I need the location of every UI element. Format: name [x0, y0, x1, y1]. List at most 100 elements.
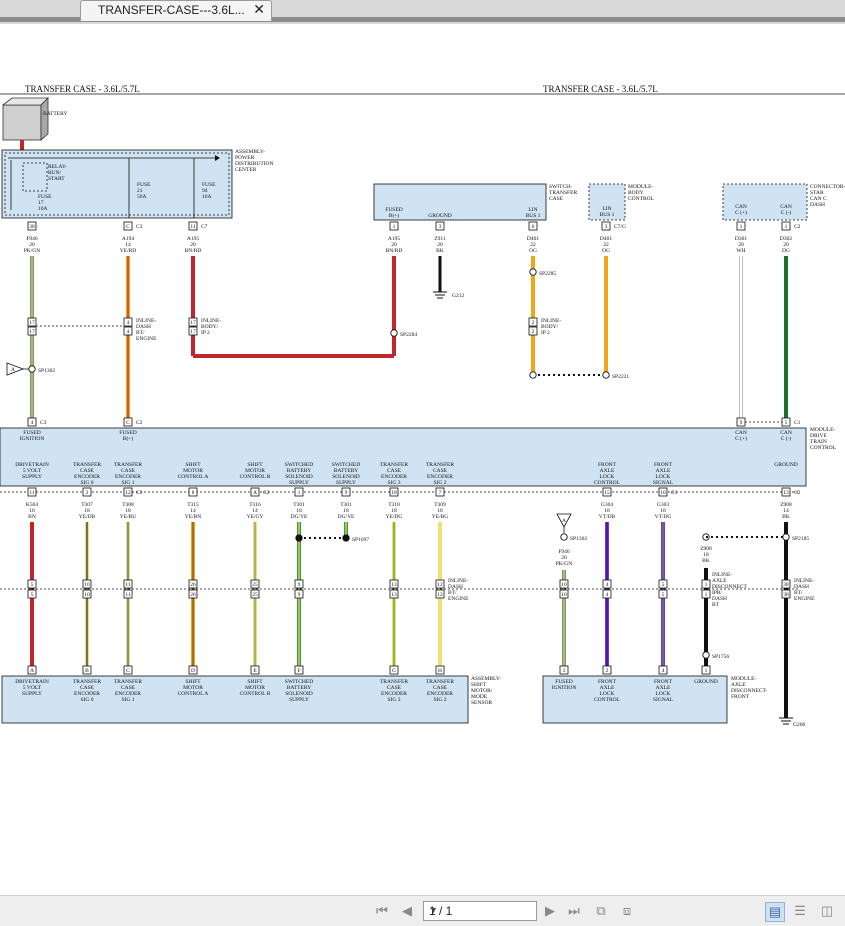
sensor-pin-4-label: E — [253, 668, 257, 674]
chevron-down-icon: ▼ — [429, 905, 438, 915]
previous-page-icon[interactable]: ◀ — [402, 903, 412, 918]
dtcm-bottom-pin-5-box — [294, 487, 304, 497]
lower-inline-b-2-label: 11 — [125, 592, 131, 598]
close-icon[interactable]: ✕ — [253, 1, 265, 17]
inline-top-a-3-label: 2 — [532, 320, 535, 326]
lower-inline-dash-label-right-2: BT/ — [794, 590, 803, 596]
lower-inline-a-9-label: 4 — [606, 582, 609, 588]
inline-axle-label-0: INLINE- — [712, 572, 732, 578]
lower-inline-b-10-label: 5 — [662, 592, 665, 598]
dtcm-bottom-label-4-0: SHIFT — [247, 462, 263, 468]
inline-body-label-a-1: BODY/ — [201, 324, 219, 330]
dtcm-bottom-label-10-0: FRONT — [654, 462, 673, 468]
z908b-label-2: BK — [702, 558, 710, 564]
lower-inline-b-5-box — [294, 589, 304, 599]
inline-top-a-1-box — [123, 317, 133, 327]
pin-star-1-label: 1 — [740, 224, 743, 230]
pin-bcm-conn: C7/G — [614, 224, 626, 230]
pin-tcase-3-box — [435, 221, 445, 231]
lower-inline-a-10-label: 5 — [662, 582, 665, 588]
pin-tcase-1-box — [389, 221, 399, 231]
pin-c3-top: C3 — [136, 224, 143, 230]
top-wire-label-0-2: PK/GN — [24, 248, 41, 254]
pin-fuse94-top-label: 11 — [190, 224, 196, 230]
inline-body-label-b-2: IP 2 — [541, 330, 550, 336]
axle-pin-label-2-1: AXLE — [656, 685, 671, 691]
z908b-label-0: Z908 — [700, 546, 712, 552]
dtcm-bottom-label-5-3: SUPPLY — [289, 480, 309, 486]
two-page-view-icon[interactable]: ◫ — [820, 903, 834, 918]
dtcm-bottom-label-10-1: AXLE — [656, 468, 671, 474]
lower-wire-label-4-2: YE/GY — [247, 514, 264, 520]
dtcm-bottom-label-4-1: MOTOR — [245, 468, 265, 474]
sensor-pin-0-box — [27, 665, 37, 675]
axle-label-2: DISCONNECT- — [731, 688, 767, 694]
top-wire-label-8-1: 20 — [783, 242, 789, 248]
sensor-pin-2-box — [123, 665, 133, 675]
pin-star-1-box — [736, 221, 746, 231]
dtcm-bottom-label-8-3: SIG 2 — [434, 480, 447, 486]
sensor-pin-label-2-2: ENCODER — [115, 691, 141, 697]
pin-dtcm-c3: C3 — [40, 420, 47, 426]
sensor-pin-label-1-3: SIG 0 — [81, 697, 94, 703]
lower-inline-a-2-label: 11 — [125, 582, 131, 588]
single-page-view-icon[interactable]: ▤ — [765, 902, 785, 922]
dtcm-top-b-0: FUSED — [119, 430, 136, 436]
tcase-pin-lin-0: LIN — [528, 207, 537, 213]
sensor-pin-1-box — [82, 665, 92, 675]
dtcm-bottom-label-6-0: SWITCHED — [332, 462, 360, 468]
pin-fused-ign-top-box — [27, 221, 37, 231]
dtcm-bottom-label-7-3: SIG 3 — [388, 480, 401, 486]
star-pin-plus-0: CAN — [735, 204, 747, 210]
dtcm-bottom-label-2-3: SIG 1 — [122, 480, 135, 486]
lower-wire-label-7-1: 18 — [391, 508, 397, 514]
dtcm-bottom-pin-3-box — [188, 487, 198, 497]
lower-inline-dash-label-right-3: ENGINE — [794, 596, 815, 602]
tab-bar: TRANSFER-CASE---3.6L... ✕ — [0, 0, 845, 25]
lower-inline-a-3-label: 26 — [190, 582, 196, 588]
lower-inline-a-5-box — [294, 579, 304, 589]
sensor-pin-label-6-1: CASE — [387, 685, 402, 691]
splice-sp1697-a — [295, 534, 303, 542]
dtcm-bottom-label-5-0: SWITCHED — [285, 462, 313, 468]
lower-inline-b-7-label: 12 — [437, 592, 443, 598]
lower-wire-label-8-1: 18 — [437, 508, 443, 514]
bcm-pin-label-0: LIN — [602, 206, 611, 212]
top-wire-label-4-2: BK — [436, 248, 444, 254]
rotate-icon[interactable]: ⧉ — [596, 903, 606, 918]
dtcm-bottom-label-9-1: AXLE — [600, 468, 615, 474]
bcm-pin-label-1: BUS 1 — [600, 212, 615, 218]
dtcm-bottom-pin-6-box — [341, 487, 351, 497]
top-wire-label-5-2: OG — [529, 248, 537, 254]
lower-f946-label-0: F946 — [558, 549, 570, 555]
next-page-icon[interactable]: ▶ — [545, 903, 555, 918]
first-page-icon[interactable]: ⏮ — [376, 903, 388, 918]
lower-wire-label-7-0: T310 — [388, 502, 400, 508]
fit-page-icon[interactable]: ⧈ — [622, 903, 632, 918]
lower-wire-label-11-1: 14 — [783, 508, 789, 514]
lower-inline-b-4-label: 25 — [252, 592, 258, 598]
dtcm-top-canm-1: C (-) — [781, 435, 792, 442]
pin-dtcm-canp-label: 9 — [740, 420, 743, 426]
continuous-view-icon[interactable]: ☰ — [794, 903, 806, 918]
top-wire-label-2-1: 20 — [190, 242, 196, 248]
axle-label-3: FRONT — [731, 694, 750, 700]
lower-inline-b-4-box — [250, 589, 260, 599]
lower-inline-b-1-box — [82, 589, 92, 599]
lower-wire-label-11-2: BK — [782, 514, 790, 520]
lower-inline-a-9-box — [602, 579, 612, 589]
inline-top-b-3-box — [528, 326, 538, 336]
pdc-label-0: ASSEMBLY- — [235, 149, 265, 155]
pin-dtcm-c2: C2 — [136, 420, 143, 426]
sensor-pin-label-1-1: CASE — [80, 685, 95, 691]
inline-axle-label-4: DASH — [712, 596, 727, 602]
top-wire-label-4-0: Z911 — [434, 236, 446, 242]
tcase-label-0: SWITCH- — [549, 184, 572, 190]
document-tab[interactable]: TRANSFER-CASE---3.6L... ✕ — [80, 0, 272, 21]
bcm-panel — [588, 183, 626, 221]
page-number-select[interactable]: 1 / 1 ▼ — [423, 901, 537, 921]
last-page-icon[interactable]: ⏭ — [568, 903, 580, 918]
lower-wire-label-7-2: YE/DG — [386, 514, 403, 520]
star-label-1: STAR — [810, 190, 824, 196]
